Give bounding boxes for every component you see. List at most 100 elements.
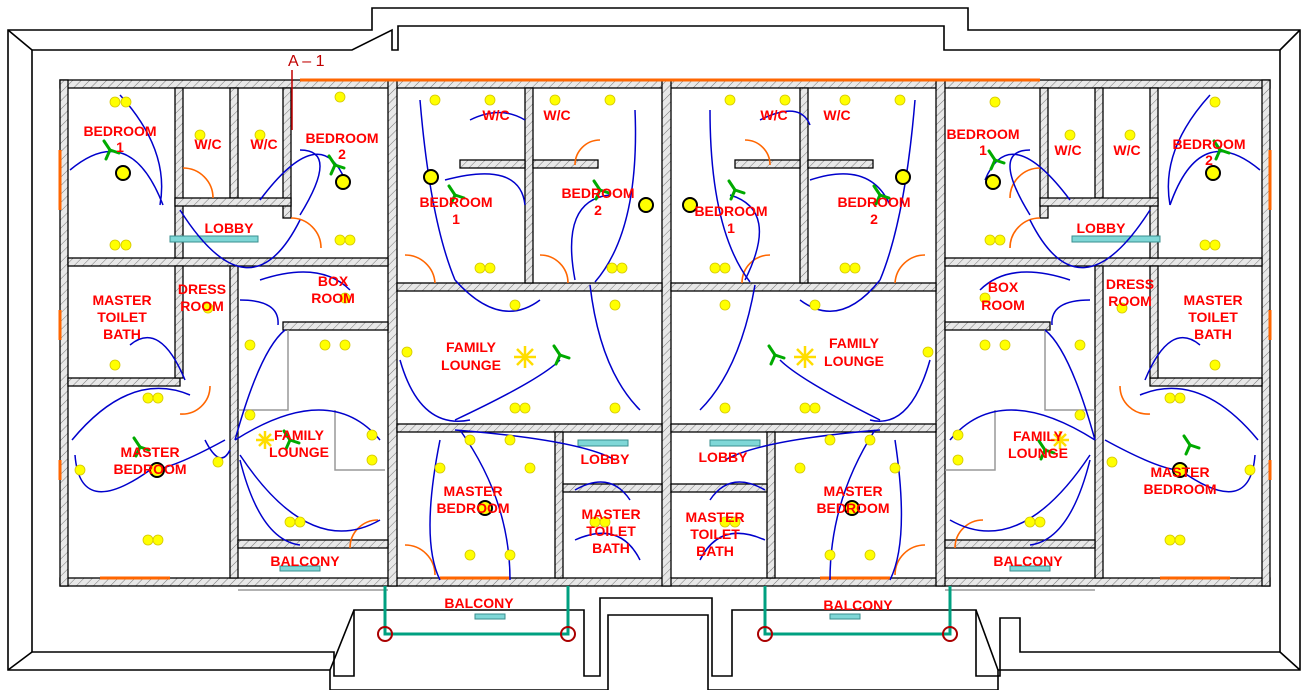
light-fixture-icon <box>952 454 964 466</box>
light-fixture-icon <box>989 96 1001 108</box>
room-label-line: MASTER <box>1183 292 1242 308</box>
light-fixture-icon <box>864 549 876 561</box>
room-label-line: ROOM <box>1108 293 1152 309</box>
light-fixture-icon <box>319 339 331 351</box>
room-label-line: 1 <box>727 220 735 236</box>
room-label-line: BEDROOM <box>1172 136 1245 152</box>
light-fixture-icon <box>922 346 934 358</box>
ceiling-fan-icon <box>552 344 571 366</box>
socket-icon <box>477 500 493 516</box>
room-label: LOBBY <box>1077 220 1127 236</box>
light-fixture-icon <box>429 94 441 106</box>
light-fixture-icon <box>1174 392 1186 404</box>
chandelier-icon <box>794 346 816 368</box>
room-label-line: W/C <box>1054 142 1081 158</box>
light-fixture-icon <box>401 346 413 358</box>
room-label-line: DRESS <box>1106 276 1154 292</box>
room-label-line: BATH <box>592 540 630 556</box>
room-label: BALCONY <box>444 595 514 611</box>
ceiling-fans <box>102 139 1231 461</box>
drain-icon <box>377 626 393 642</box>
room-label-line: TOILET <box>690 526 740 542</box>
door-swing-icon <box>179 385 211 415</box>
room-label-line: LOUNGE <box>269 444 329 460</box>
light-fixture-icon <box>719 262 731 274</box>
door-swing-icon <box>954 519 984 549</box>
door-swing-icon <box>404 544 436 576</box>
light-fixture-icon <box>152 534 164 546</box>
room-label-line: W/C <box>482 107 509 123</box>
room-label-line: BALCONY <box>823 597 893 613</box>
room-label: LOBBY <box>205 220 255 236</box>
ceiling-fan-icon <box>1182 434 1201 456</box>
wiring <box>69 94 1261 581</box>
fluorescent-tube-icon <box>577 439 629 447</box>
light-fixture-icon <box>334 234 346 246</box>
outer-parapet <box>7 7 1301 690</box>
door-swing-icon <box>574 139 601 166</box>
light-fixture-icon <box>604 94 616 106</box>
light-fixture-icon <box>809 299 821 311</box>
ceiling-fan-icon <box>132 436 151 458</box>
room-label-line: BOX <box>318 273 349 289</box>
room-label-line: BEDROOM <box>305 130 378 146</box>
room-label-line: BEDROOM <box>694 203 767 219</box>
door-swings <box>179 139 1151 576</box>
light-fixture-icon <box>794 462 806 474</box>
room-label-line: BEDROOM <box>419 194 492 210</box>
light-fixture-icon <box>294 516 306 528</box>
room-label-line: MASTER <box>823 483 882 499</box>
room-label: W/C <box>823 107 850 123</box>
room-label: W/C <box>194 136 221 152</box>
room-label-line: LOUNGE <box>1008 445 1068 461</box>
room-label-line: BOX <box>988 279 1019 295</box>
light-fixture-icon <box>1074 339 1086 351</box>
light-fixture-icon <box>1209 239 1221 251</box>
light-fixture-icon <box>616 262 628 274</box>
socket-icon <box>115 165 131 181</box>
room-label-line: BEDROOM <box>436 500 509 516</box>
drain-icon <box>757 626 773 642</box>
room-label: LOBBY <box>699 449 749 465</box>
light-fixture-icon <box>194 129 206 141</box>
door-swing-icon <box>741 254 771 284</box>
room-label-line: FAMILY <box>829 335 880 351</box>
light-fixture-icon <box>1164 534 1176 546</box>
light-fixture-icon <box>284 516 296 528</box>
room-label-line: BALCONY <box>993 553 1063 569</box>
light-fixture-icon <box>120 96 132 108</box>
light-fixture-icon <box>474 262 486 274</box>
room-label-line: MASTER <box>92 292 151 308</box>
light-fixture-icon <box>864 434 876 446</box>
light-fixture-icon <box>366 454 378 466</box>
light-fixture-icon <box>994 234 1006 246</box>
fluorescent-tube-icon <box>474 613 506 620</box>
light-fixture-icon <box>606 262 618 274</box>
light-fixture-icon <box>799 402 811 414</box>
walls <box>59 79 1271 587</box>
door-swing-icon <box>894 544 926 576</box>
balcony-pipes <box>383 586 952 636</box>
room-label-line: DRESS <box>178 281 226 297</box>
room-label-line: BATH <box>696 543 734 559</box>
drain-icon <box>560 626 576 642</box>
room-label-line: 1 <box>116 139 124 155</box>
room-label-line: BATH <box>103 326 141 342</box>
light-fixture-icon <box>709 262 721 274</box>
room-label-line: W/C <box>543 107 570 123</box>
light-fixture-icon <box>1244 464 1256 476</box>
light-fixture-icon <box>464 549 476 561</box>
socket-icon <box>1172 462 1188 478</box>
light-fixture-icon <box>549 94 561 106</box>
room-label-line: 2 <box>594 202 602 218</box>
light-fixture-icon <box>152 392 164 404</box>
room-label-line: MASTER <box>1150 464 1209 480</box>
door-swing-icon <box>539 254 569 284</box>
